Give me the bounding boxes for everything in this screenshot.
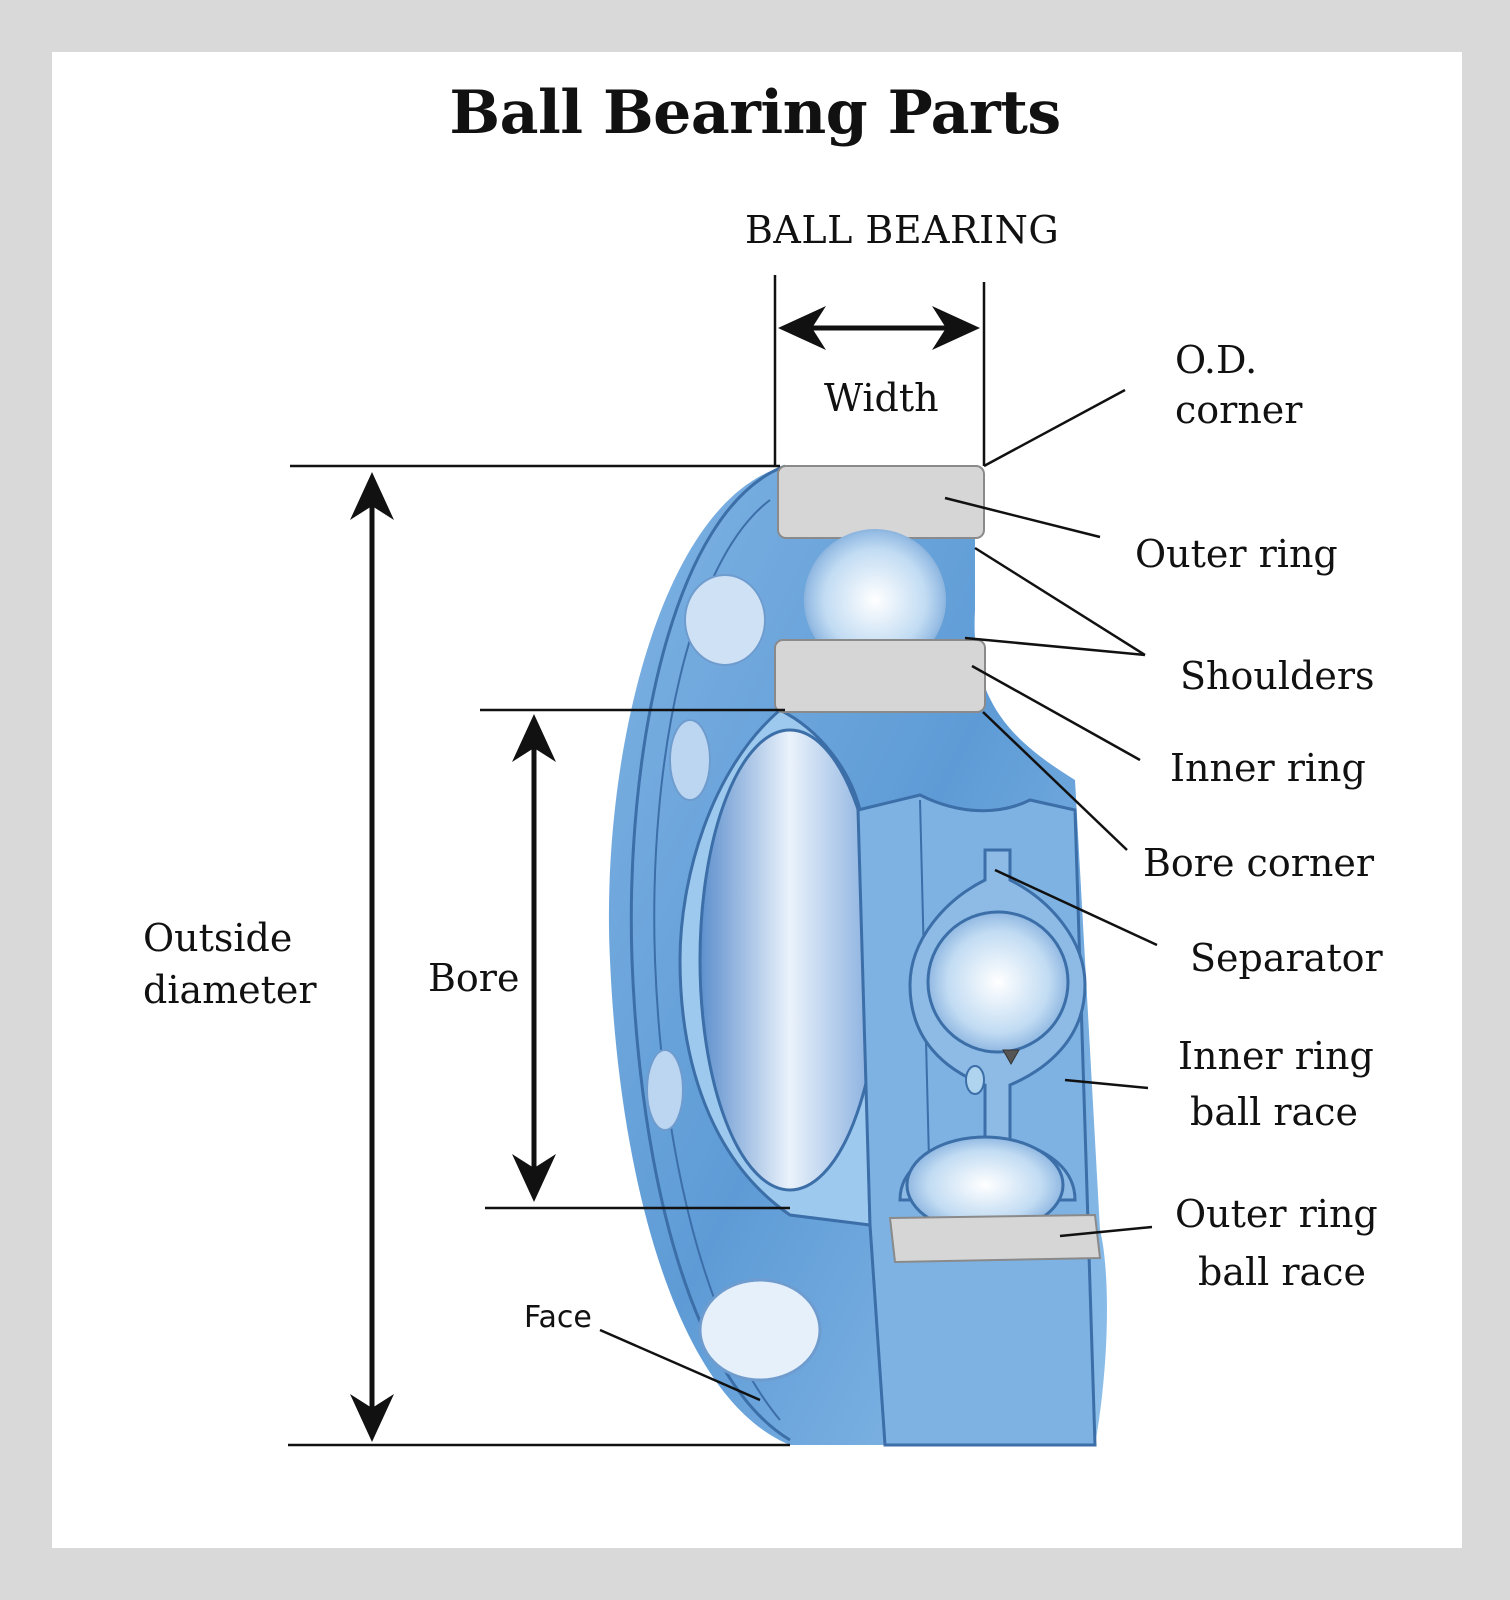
outside-diameter-arrow (350, 472, 394, 1442)
inner-ring-section (774, 639, 986, 713)
bore-arrow (512, 714, 556, 1202)
balls (646, 574, 822, 1382)
label-outer-ring-ball-race-line1: Outer ring (1175, 1192, 1378, 1236)
width-arrow (778, 306, 980, 350)
label-inner-ring-ball-race-line2: ball race (1190, 1090, 1358, 1134)
label-od-corner-line1: O.D. (1175, 338, 1258, 382)
label-outside-diameter-line1: Outside (143, 916, 293, 960)
label-width: Width (824, 376, 939, 420)
label-ball-bearing: BALL BEARING (745, 208, 1060, 252)
label-separator: Separator (1190, 936, 1383, 980)
label-outside-diameter-line2: diameter (143, 968, 317, 1012)
label-outer-ring-ball-race-line2: ball race (1198, 1250, 1366, 1294)
label-shoulders: Shoulders (1180, 654, 1375, 698)
label-inner-ring-ball-race-line1: Inner ring (1178, 1034, 1374, 1078)
label-bore-corner: Bore corner (1143, 841, 1374, 885)
top-cross-section (774, 465, 986, 713)
label-face: Face (524, 1300, 592, 1335)
dimension-lines (288, 275, 986, 1447)
cross-section (856, 793, 1102, 1447)
label-bore: Bore (428, 956, 520, 1000)
outer-ring-race-slab (888, 1213, 1102, 1264)
label-od-corner-line2: corner (1175, 388, 1303, 432)
ball-section-upper (926, 910, 1070, 1054)
label-inner-ring: Inner ring (1170, 746, 1366, 790)
outer-ring-section (777, 465, 985, 539)
diagram-title: Ball Bearing Parts (449, 78, 1061, 148)
leader-lines (599, 388, 1158, 1402)
bore-opening (698, 728, 882, 1192)
label-outer-ring: Outer ring (1135, 532, 1338, 576)
